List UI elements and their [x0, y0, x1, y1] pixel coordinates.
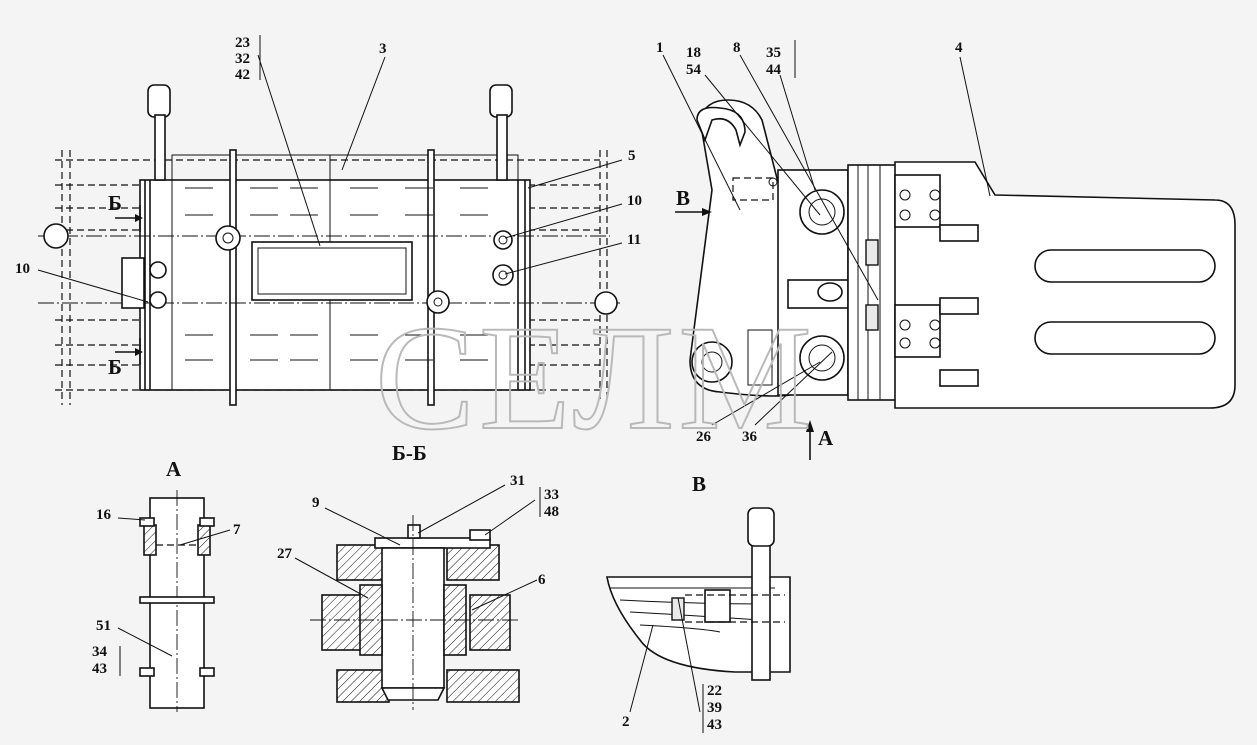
callout-7: 7 [233, 522, 241, 538]
view-v-title: В [692, 472, 706, 496]
callout-10-left: 10 [15, 261, 30, 277]
callout-33: 33 [544, 487, 559, 503]
callout-5: 5 [628, 148, 636, 164]
left-clamp [121, 257, 145, 309]
bolt-marks [899, 189, 941, 349]
leader-lines-main [37, 35, 623, 303]
callout-1: 1 [656, 40, 664, 56]
callout-48: 48 [544, 504, 559, 520]
view-arrow-v [675, 208, 712, 216]
center-plate [251, 241, 413, 301]
section-bb [294, 484, 541, 710]
pin-circles [43, 223, 618, 315]
callout-10-right: 10 [627, 193, 642, 209]
vertical-bar-right [427, 149, 435, 406]
handle-right [489, 84, 513, 181]
callout-32: 32 [235, 51, 250, 67]
callout-43-a: 43 [92, 661, 107, 677]
section-bb-title: Б-Б [392, 441, 427, 465]
callout-2: 2 [622, 714, 630, 730]
callout-4: 4 [955, 40, 963, 56]
watermark: СЕЛМ [375, 295, 816, 461]
callout-3: 3 [379, 41, 387, 57]
callout-44: 44 [766, 62, 782, 78]
side-view-v [662, 40, 1236, 460]
vertical-bar-left [229, 149, 237, 406]
callout-8: 8 [733, 40, 741, 56]
main-plan-view [37, 35, 623, 406]
detail-view-a [117, 490, 231, 712]
callout-26: 26 [696, 429, 712, 445]
callout-31: 31 [510, 473, 525, 489]
callout-35: 35 [766, 45, 781, 61]
view-arrow-a-label: А [818, 426, 834, 450]
callout-23: 23 [235, 35, 250, 51]
callout-16: 16 [96, 507, 112, 523]
callout-labels: 23 32 42 3 5 10 11 10 Б Б Б-Б 1 18 54 8 … [15, 35, 963, 733]
callout-27: 27 [277, 546, 293, 562]
callout-42: 42 [235, 67, 250, 83]
section-arrow-top-label: Б [108, 191, 122, 215]
section-arrow-top [115, 205, 143, 232]
callout-22: 22 [707, 683, 722, 699]
callout-18: 18 [686, 45, 701, 61]
bracket-stack [847, 164, 899, 401]
callout-6: 6 [538, 572, 546, 588]
view-arrow-a [806, 420, 814, 460]
callout-9: 9 [312, 495, 320, 511]
callout-43-b: 43 [707, 717, 722, 733]
view-arrow-v-label: В [676, 186, 690, 210]
slot-pattern [185, 187, 488, 361]
bracket-body [606, 576, 791, 673]
callout-51: 51 [96, 618, 111, 634]
detail-view-right [606, 507, 791, 733]
view-a-title: А [166, 457, 182, 481]
section-arrow-bottom [115, 338, 143, 365]
callout-34: 34 [92, 644, 108, 660]
leader-lines-v [662, 40, 991, 426]
handle-left [147, 84, 171, 181]
callout-54: 54 [686, 62, 702, 78]
section-arrow-bottom-label: Б [108, 355, 122, 379]
callout-39: 39 [707, 700, 722, 716]
callout-36: 36 [742, 429, 758, 445]
callout-11: 11 [627, 232, 641, 248]
